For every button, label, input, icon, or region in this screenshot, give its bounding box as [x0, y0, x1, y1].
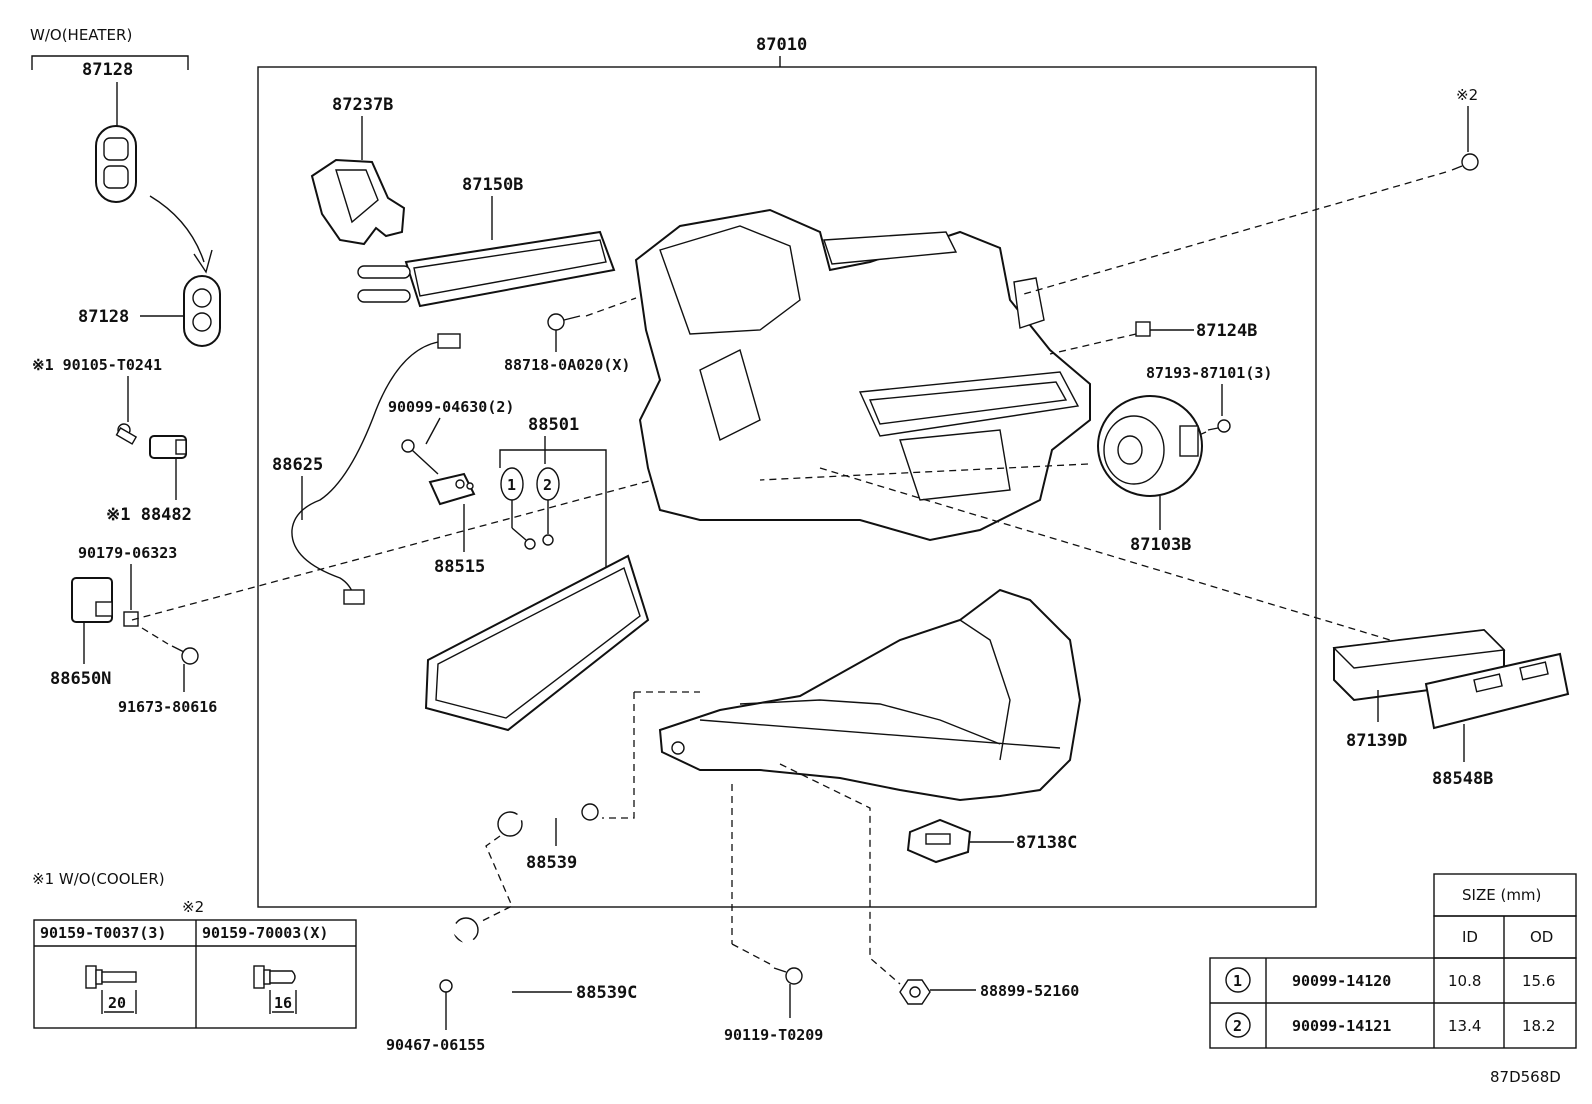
screw-note2-part	[1451, 153, 1479, 171]
circle-mark-1: 1	[507, 476, 516, 494]
label-90179-06323: 90179-06323	[78, 544, 177, 562]
duct-88539c-part	[447, 917, 551, 1061]
label-88625: 88625	[272, 455, 323, 475]
sensor-wire-88625-part	[291, 333, 461, 605]
sensor-88650n-part	[71, 577, 113, 623]
size-row-2-part: 90099-14121	[1292, 1017, 1391, 1035]
resistor-87138c-part	[906, 818, 972, 864]
arrow-icon	[149, 195, 205, 263]
bolt-table-col1-header: 90159-T0037(3)	[40, 924, 166, 942]
size-row-1-id: 10.8	[1448, 972, 1481, 990]
grommet-87128-top-part	[95, 125, 137, 203]
connector-88482-part	[149, 435, 187, 459]
bolt-drawing-2	[253, 965, 297, 1014]
size-table-header: SIZE (mm)	[1462, 886, 1541, 904]
label-90467-06155: 90467-06155	[386, 1036, 485, 1054]
filter-cover-88548b-part	[1424, 652, 1570, 730]
dash-leader-filter	[819, 467, 1391, 641]
clip-90467-part	[439, 979, 453, 993]
label-87010: 87010	[756, 35, 807, 55]
lower-case-part	[658, 588, 1082, 802]
screw-90119-part	[773, 967, 803, 985]
size-row-1-part: 90099-14120	[1292, 972, 1391, 990]
label-87193-87101: 87193-87101(3)	[1146, 364, 1272, 382]
label-87138c: 87138C	[1016, 833, 1077, 853]
label-87139d: 87139D	[1346, 731, 1407, 751]
label-88650n: 88650N	[50, 669, 111, 689]
size-table: SIZE (mm) ID OD 1 90099-14120 10.8 15.6 …	[1209, 873, 1577, 1049]
bolt-90105-part	[115, 423, 138, 445]
diagram-ref-code: 87D568D	[1490, 1068, 1561, 1086]
label-88501: 88501	[528, 415, 579, 435]
heater-unit-housing-part	[634, 208, 1091, 542]
label-88718-0a020: 88718-0A020(X)	[504, 356, 630, 374]
bracket-88501	[499, 449, 607, 580]
label-88899-52160: 88899-52160	[980, 982, 1079, 1000]
dash-leader-88650n	[131, 469, 691, 621]
label-90105-t0241: ※1 90105-T0241	[32, 356, 162, 374]
screw-90099-04630-part	[401, 439, 439, 475]
label-88548b: 88548B	[1432, 769, 1493, 789]
clip-87124b-part	[1135, 321, 1151, 337]
label-87128-mid: 87128	[78, 307, 129, 327]
label-note2-top: ※2	[1456, 86, 1478, 104]
size-row-1-od: 15.6	[1522, 972, 1555, 990]
label-88515: 88515	[434, 557, 485, 577]
label-90099-04630: 90099-04630(2)	[388, 398, 514, 416]
label-88482: ※1 88482	[106, 505, 192, 525]
label-87237b: 87237B	[332, 95, 393, 115]
label-88539c: 88539C	[576, 983, 637, 1003]
blower-motor-87103b-part	[1097, 395, 1203, 497]
screw-88718-part	[547, 313, 581, 331]
bolt-table-col2-dim: 16	[274, 994, 292, 1012]
label-wo-heater: W/O(HEATER)	[30, 26, 132, 44]
size-row-1-mark: 1	[1233, 972, 1242, 990]
duct-87237b-part	[310, 158, 406, 246]
label-87128-top: 87128	[82, 60, 133, 80]
label-88539: 88539	[526, 853, 577, 873]
label-90119-t0209: 90119-T0209	[724, 1026, 823, 1044]
heater-core-87150b-part	[357, 230, 616, 308]
o-ring-marker-1: 1	[500, 467, 536, 550]
bolt-drawing-1	[85, 965, 137, 1014]
assembly-frame-87010	[257, 66, 1317, 908]
dash-leader-note2	[1023, 171, 1447, 295]
size-table-od-label: OD	[1530, 928, 1553, 946]
bolt-table-col1-dim: 20	[108, 994, 126, 1012]
size-row-2-mark: 2	[1233, 1017, 1242, 1035]
screw-87193-part	[1207, 419, 1231, 433]
bolt-table-caption: ※1 W/O(COOLER)	[32, 870, 165, 888]
bolt-table-col2-header: 90159-70003(X)	[202, 924, 328, 942]
label-87150b: 87150B	[462, 175, 523, 195]
evaporator-core-part	[424, 554, 650, 732]
size-table-id-label: ID	[1462, 928, 1478, 946]
size-row-2-id: 13.4	[1448, 1017, 1481, 1035]
size-row-2-od: 18.2	[1522, 1017, 1555, 1035]
grommet-87128-mid-part	[183, 275, 221, 347]
bolt-table-note2: ※2	[182, 898, 204, 916]
label-91673-80616: 91673-80616	[118, 698, 217, 716]
valve-88515-part	[428, 472, 476, 506]
label-87124b: 87124B	[1196, 321, 1257, 341]
o-ring-marker-2: 2	[536, 467, 560, 546]
label-87103b: 87103B	[1130, 535, 1191, 555]
screw-91673-part	[171, 645, 199, 665]
bracket-wo-heater	[31, 55, 189, 70]
nut-88899-part	[899, 979, 931, 1005]
circle-mark-2: 2	[543, 476, 552, 494]
hose-88539-part	[497, 803, 599, 837]
bolt-table: 90159-T0037(3) 90159-70003(X) 20 16	[33, 919, 357, 1029]
